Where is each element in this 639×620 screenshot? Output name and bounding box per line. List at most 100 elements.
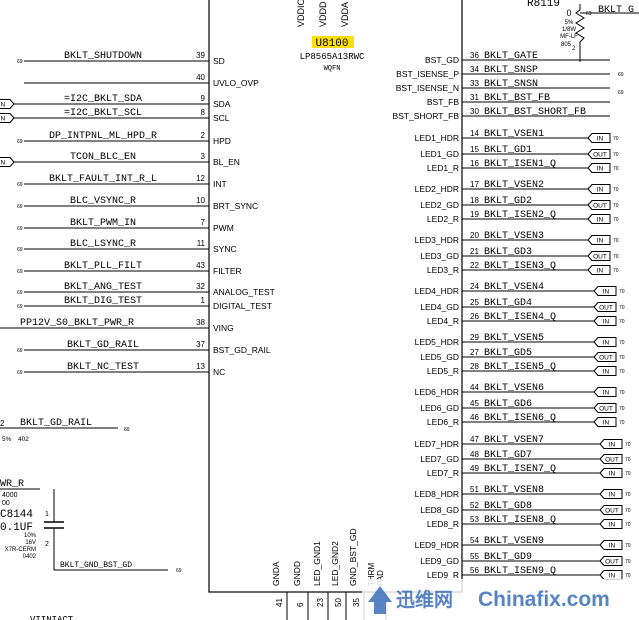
net-label: BKLT_GD5 — [484, 348, 532, 359]
net-label: TCON_BLC_EN — [70, 152, 136, 163]
pin-name: LED8_HDR — [415, 489, 459, 499]
pin-name: LED7_HDR — [415, 439, 459, 449]
pin-number: 12 — [196, 174, 205, 183]
watermark-cn: 迅维网 — [396, 588, 453, 611]
port-flag-out: OUT — [593, 403, 617, 413]
net-label: BKLT_ISEN4_Q — [484, 312, 556, 323]
port-flag-in: IN — [587, 184, 611, 194]
pin-name: LED2_GD — [420, 200, 459, 210]
pin-name: LED5_HDR — [415, 337, 459, 347]
pin-name: LED6_GD — [420, 403, 459, 413]
capacitor-c8144: WR_R400000C81440.1UF10%16VX7R-CERM040212… — [0, 479, 182, 574]
cap-spec-1: 16V — [25, 540, 36, 546]
pin-number: 51 — [470, 485, 479, 494]
pin-name: LED8_GD — [420, 505, 459, 515]
net-label: BKLT_VSEN4 — [484, 282, 544, 293]
net-label: BKLT_GD1 — [484, 145, 532, 156]
pin-number: 36 — [470, 51, 479, 60]
port-flag-in-shape — [593, 286, 617, 296]
net-label: BKLT_GD7 — [484, 450, 532, 461]
port-flag-in: IN — [0, 157, 15, 167]
pin-number: 18 — [470, 196, 479, 205]
pin-number: 39 — [196, 51, 205, 60]
pin-name: LED7_GD — [420, 454, 459, 464]
net-page-tag: 70 — [619, 289, 625, 295]
pin-number: 34 — [470, 65, 479, 74]
pin-name: GNDA — [271, 561, 281, 586]
port-flag-in: IN — [593, 387, 617, 397]
watermark-logo-icon — [368, 586, 392, 614]
net-label: BKLT_ISEN3_Q — [484, 261, 556, 272]
net-label: BKLT_BST_FB — [484, 93, 550, 104]
net-label: BKLT_GATE — [484, 51, 538, 62]
port-flag-out: OUT — [593, 302, 617, 312]
pin-name: HPD — [213, 136, 231, 146]
port-flag-out: OUT — [587, 251, 611, 261]
net-page-tag: 70 — [613, 217, 619, 223]
pin-name: FILTER — [213, 266, 242, 276]
port-flag-in: IN — [593, 337, 617, 347]
pin-number: 49 — [470, 464, 479, 473]
pin-name: LED1_GD — [420, 149, 459, 159]
net-label: BKLT_SNSN — [484, 79, 538, 90]
pin-name: LED6_HDR — [415, 387, 459, 397]
pin-name: BL_EN — [213, 157, 240, 167]
port-flag-in-label: IN — [0, 116, 6, 123]
net-label: BKLT_GD4 — [484, 298, 532, 309]
port-flag-out-shape — [599, 454, 623, 464]
net-page-tag: 70 — [625, 543, 631, 549]
pin-number: 21 — [470, 247, 479, 256]
port-flag-in-shape — [599, 570, 623, 580]
net-label: BKLT_GD6 — [484, 399, 532, 410]
cap-pin-bot: 2 — [45, 541, 49, 548]
net-page-tag: 70 — [619, 340, 625, 346]
net-page-tag: 70 — [613, 187, 619, 193]
pin-name: PWM — [213, 223, 234, 233]
port-flag-out: OUT — [593, 352, 617, 362]
net-page-tag: 69 — [17, 304, 23, 310]
port-flag-in-shape — [593, 366, 617, 376]
cap-spec-0: 10% — [24, 533, 37, 539]
pin-number: 3 — [201, 152, 206, 161]
pin-name: LED4_R — [427, 316, 459, 326]
pin-number: 31 — [470, 93, 479, 102]
resistor-tol: 5% — [565, 20, 574, 26]
port-flag-out-shape — [587, 149, 611, 159]
pin-name: BST_ISENSE_N — [396, 83, 459, 93]
pin-number: 37 — [196, 340, 205, 349]
port-flag-out-label: OUT — [599, 406, 613, 413]
pin-name: INT — [213, 179, 227, 189]
port-flag-in: IN — [599, 540, 623, 550]
net-page-tag: 69 — [17, 182, 23, 188]
port-flag-in-shape — [587, 163, 611, 173]
pin-number: 19 — [470, 210, 479, 219]
port-flag-out-label: OUT — [599, 355, 613, 362]
net-label: BKLT_GD3 — [484, 247, 532, 258]
net-page-tag: 69 — [17, 204, 23, 210]
pin-number: 9 — [201, 94, 206, 103]
net-label: BKLT_ISEN1_Q — [484, 159, 556, 170]
net-page-tag: 70 — [613, 203, 619, 209]
resistor-pin: 2 — [572, 46, 576, 52]
pin-name: LED7_R — [427, 468, 459, 478]
pin-name: THRM — [367, 563, 376, 586]
rail-tag: 69 — [124, 427, 130, 433]
net-page-tag: 69 — [618, 72, 624, 78]
net-label: BKLT_VSEN7 — [484, 435, 544, 446]
port-flag-in-shape — [587, 265, 611, 275]
net-page-tag: 70 — [625, 457, 631, 463]
